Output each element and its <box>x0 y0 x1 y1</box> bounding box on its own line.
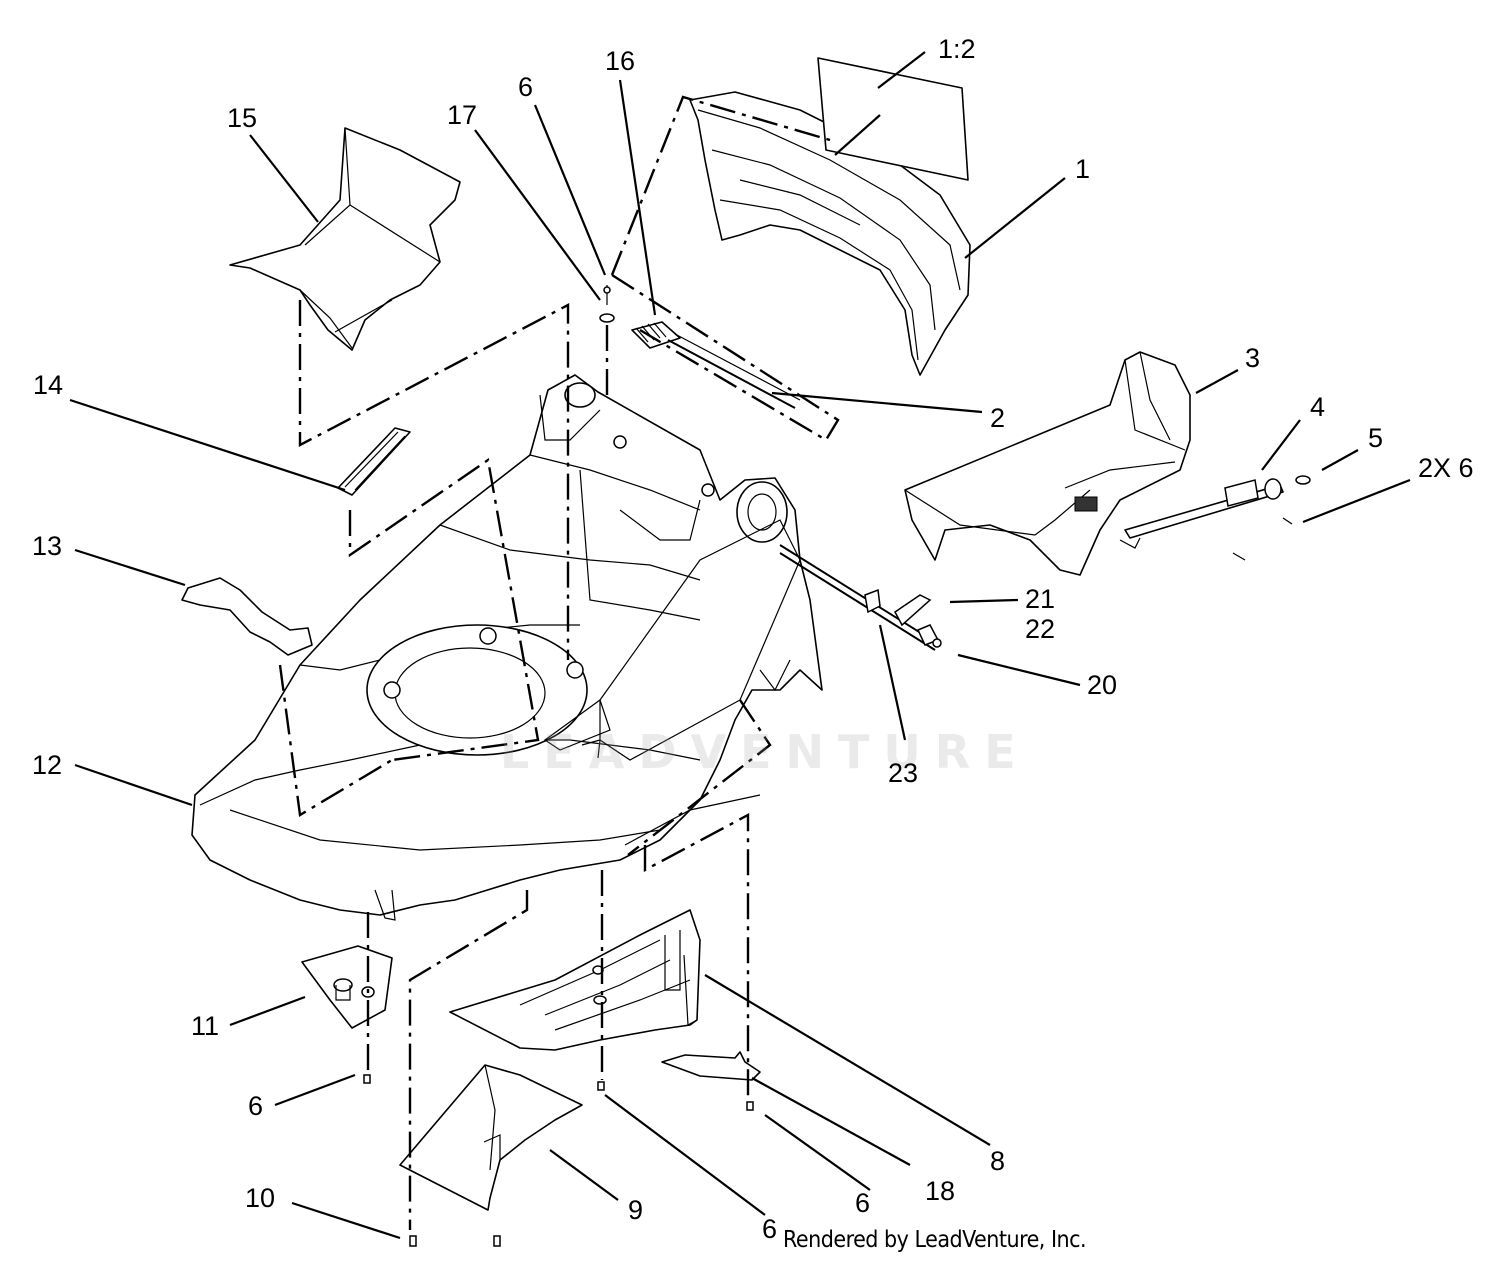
part-15-rear-shield <box>229 127 461 351</box>
callout-20: 20 <box>1087 670 1118 700</box>
callout-18: 18 <box>925 1176 956 1206</box>
callout-5: 5 <box>1368 423 1384 453</box>
part-1-2-decal <box>817 57 969 181</box>
render-credit: Rendered by LeadVenture, Inc. <box>783 1227 1087 1253</box>
callout-4: 4 <box>1310 392 1326 422</box>
assembly-center-lines <box>278 95 840 1230</box>
watermark: LEADVENTURE <box>500 725 1030 779</box>
part-9-side-deflector <box>399 1064 583 1211</box>
part-11-bracket <box>301 945 393 1029</box>
callout-6-right: 6 <box>855 1188 871 1218</box>
part-13-strip <box>181 577 313 656</box>
part-4-hinge-rod <box>1119 478 1284 549</box>
callout-3: 3 <box>1245 343 1261 373</box>
part-8-baffle-plate <box>449 909 701 1051</box>
callout-6-bottom: 6 <box>762 1214 778 1244</box>
callout-6: 6 <box>518 72 534 102</box>
parts-20-23-axle-assembly <box>779 544 942 651</box>
screw-hardware <box>363 1074 754 1247</box>
callout-10: 10 <box>245 1183 276 1213</box>
callout-13: 13 <box>32 531 63 561</box>
callout-11: 11 <box>191 1011 220 1041</box>
callout-17: 17 <box>447 100 478 130</box>
part-16-spring-rod <box>631 321 801 409</box>
leader-lines <box>69 51 1411 1240</box>
callout-6-left: 6 <box>248 1091 264 1121</box>
part-5-clip <box>1232 475 1311 561</box>
callout-15: 15 <box>227 103 258 133</box>
part-12-deck-housing <box>191 374 823 921</box>
callout-2: 2 <box>990 403 1006 433</box>
callout-21: 21 <box>1025 584 1056 614</box>
callout-16: 16 <box>605 46 636 76</box>
callout-12: 12 <box>32 750 63 780</box>
callout-9: 9 <box>628 1195 644 1225</box>
part-17-hardware <box>599 285 615 323</box>
callout-22: 22 <box>1025 614 1056 644</box>
callout-8: 8 <box>990 1146 1006 1176</box>
callout-14: 14 <box>33 370 64 400</box>
part-3-rear-door <box>904 351 1191 576</box>
callout-1: 1 <box>1075 154 1091 184</box>
callout-23: 23 <box>888 758 919 788</box>
part-14-gasket <box>337 427 411 496</box>
part-18-bracket <box>661 1051 761 1081</box>
callout-2x6: 2X 6 <box>1418 453 1474 483</box>
callout-1-2: 1:2 <box>938 34 976 64</box>
